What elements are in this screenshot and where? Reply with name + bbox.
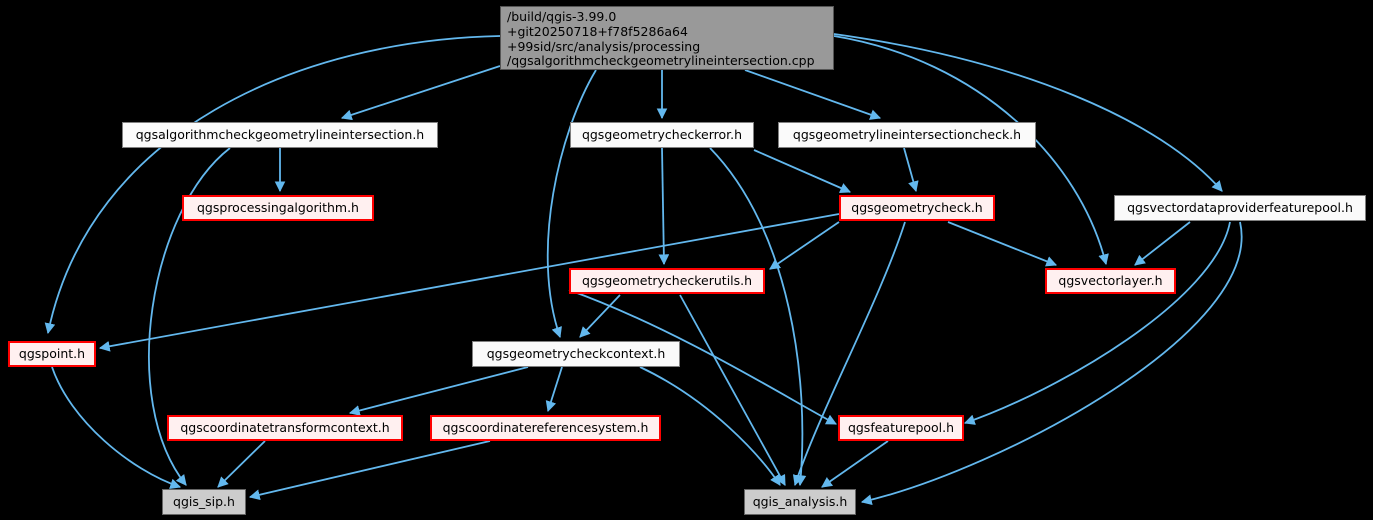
node-qgscoordinatetransformcontext-h[interactable]: qgscoordinatetransformcontext.h: [167, 415, 403, 441]
node-root-source-file[interactable]: /build/qgis-3.99.0 +git20250718+f78f5286…: [500, 6, 834, 70]
node-qgsgeometrycheck-h[interactable]: qgsgeometrycheck.h: [839, 195, 995, 221]
node-qgsgeometrycheckerror-h[interactable]: qgsgeometrycheckerror.h: [570, 122, 754, 148]
node-label: qgsvectordataproviderfeaturepool.h: [1127, 199, 1353, 215]
edge-vdfp-vlay: [1134, 221, 1191, 266]
node-label: qgscoordinatereferencesystem.h: [442, 419, 649, 435]
node-label: qgsgeometrycheckerutils.h: [581, 272, 753, 288]
node-qgsvectorlayer-h[interactable]: qgsvectorlayer.h: [1045, 268, 1176, 294]
edge-vdfp-fpool: [963, 221, 1231, 425]
edge-vdfp-anal: [860, 221, 1243, 506]
node-label: qgspoint.h: [18, 345, 86, 361]
edge-root-vlay: [833, 35, 1109, 266]
node-qgsgeometrycheckerutils-h[interactable]: qgsgeometrycheckerutils.h: [569, 268, 765, 294]
node-qgscoordinatereferencesystem-h[interactable]: qgscoordinatereferencesystem.h: [430, 415, 661, 441]
node-qgsvectordataproviderfeaturepool-h[interactable]: qgsvectordataproviderfeaturepool.h: [1114, 195, 1366, 221]
node-qgsgeometrylineintersectioncheck-h[interactable]: qgsgeometrylineintersectioncheck.h: [778, 122, 1036, 148]
node-label: qgis_analysis.h: [752, 493, 848, 509]
node-qgsfeaturepool-h[interactable]: qgsfeaturepool.h: [838, 415, 964, 441]
edge-point-sip: [51, 366, 182, 489]
edge-err-utils: [658, 147, 670, 266]
node-qgis-analysis-h[interactable]: qgis_analysis.h: [744, 489, 856, 515]
edge-root-vdfp: [833, 33, 1223, 192]
edge-utils-anal: [679, 294, 786, 486]
edge-err-check: [753, 149, 851, 194]
edge-root-ctx: [546, 69, 597, 339]
edge-utils-ctx: [579, 294, 621, 338]
node-label: /build/qgis-3.99.0 +git20250718+f78f5286…: [507, 9, 815, 69]
node-label: qgscoordinatetransformcontext.h: [180, 419, 390, 435]
edge-root-lic: [744, 69, 882, 120]
node-label: qgsprocessingalgorithm.h: [197, 199, 359, 215]
edge-lic-check: [903, 147, 919, 193]
node-label: qgsfeaturepool.h: [847, 419, 955, 435]
edge-fpool-anal: [821, 440, 889, 488]
node-qgis-sip-h[interactable]: qgis_sip.h: [162, 489, 246, 515]
edge-ctx-crs: [545, 366, 563, 413]
node-label: qgsgeometrylineintersectioncheck.h: [792, 126, 1022, 142]
node-label: qgsgeometrycheckcontext.h: [486, 345, 666, 361]
edge-check-utils: [769, 221, 840, 270]
edge-root-algo: [340, 65, 501, 121]
edge-err-anal: [709, 147, 807, 487]
node-qgsprocessingalgorithm-h[interactable]: qgsprocessingalgorithm.h: [182, 195, 374, 221]
node-label: qgsalgorithmcheckgeometrylineintersectio…: [135, 126, 425, 142]
node-label: qgis_sip.h: [173, 493, 235, 509]
edge-root-point: [44, 35, 501, 335]
node-qgsalgorithmcheckgeometrylineintersection-h[interactable]: qgsalgorithmcheckgeometrylineintersectio…: [122, 122, 438, 148]
edge-ctctx-sip: [217, 440, 266, 488]
node-qgspoint-h[interactable]: qgspoint.h: [8, 341, 96, 367]
edge-check-anal: [792, 221, 906, 487]
node-label: qgsgeometrycheck.h: [851, 199, 983, 215]
edge-ctx-ctctx: [348, 366, 529, 416]
node-label: qgsgeometrycheckerror.h: [581, 126, 743, 142]
edge-crs-sip: [248, 440, 491, 501]
edge-ctx-anal: [639, 366, 781, 486]
node-label: qgsvectorlayer.h: [1058, 272, 1163, 288]
node-qgsgeometrycheckcontext-h[interactable]: qgsgeometrycheckcontext.h: [472, 341, 680, 367]
edge-check-vlay: [947, 221, 1058, 267]
